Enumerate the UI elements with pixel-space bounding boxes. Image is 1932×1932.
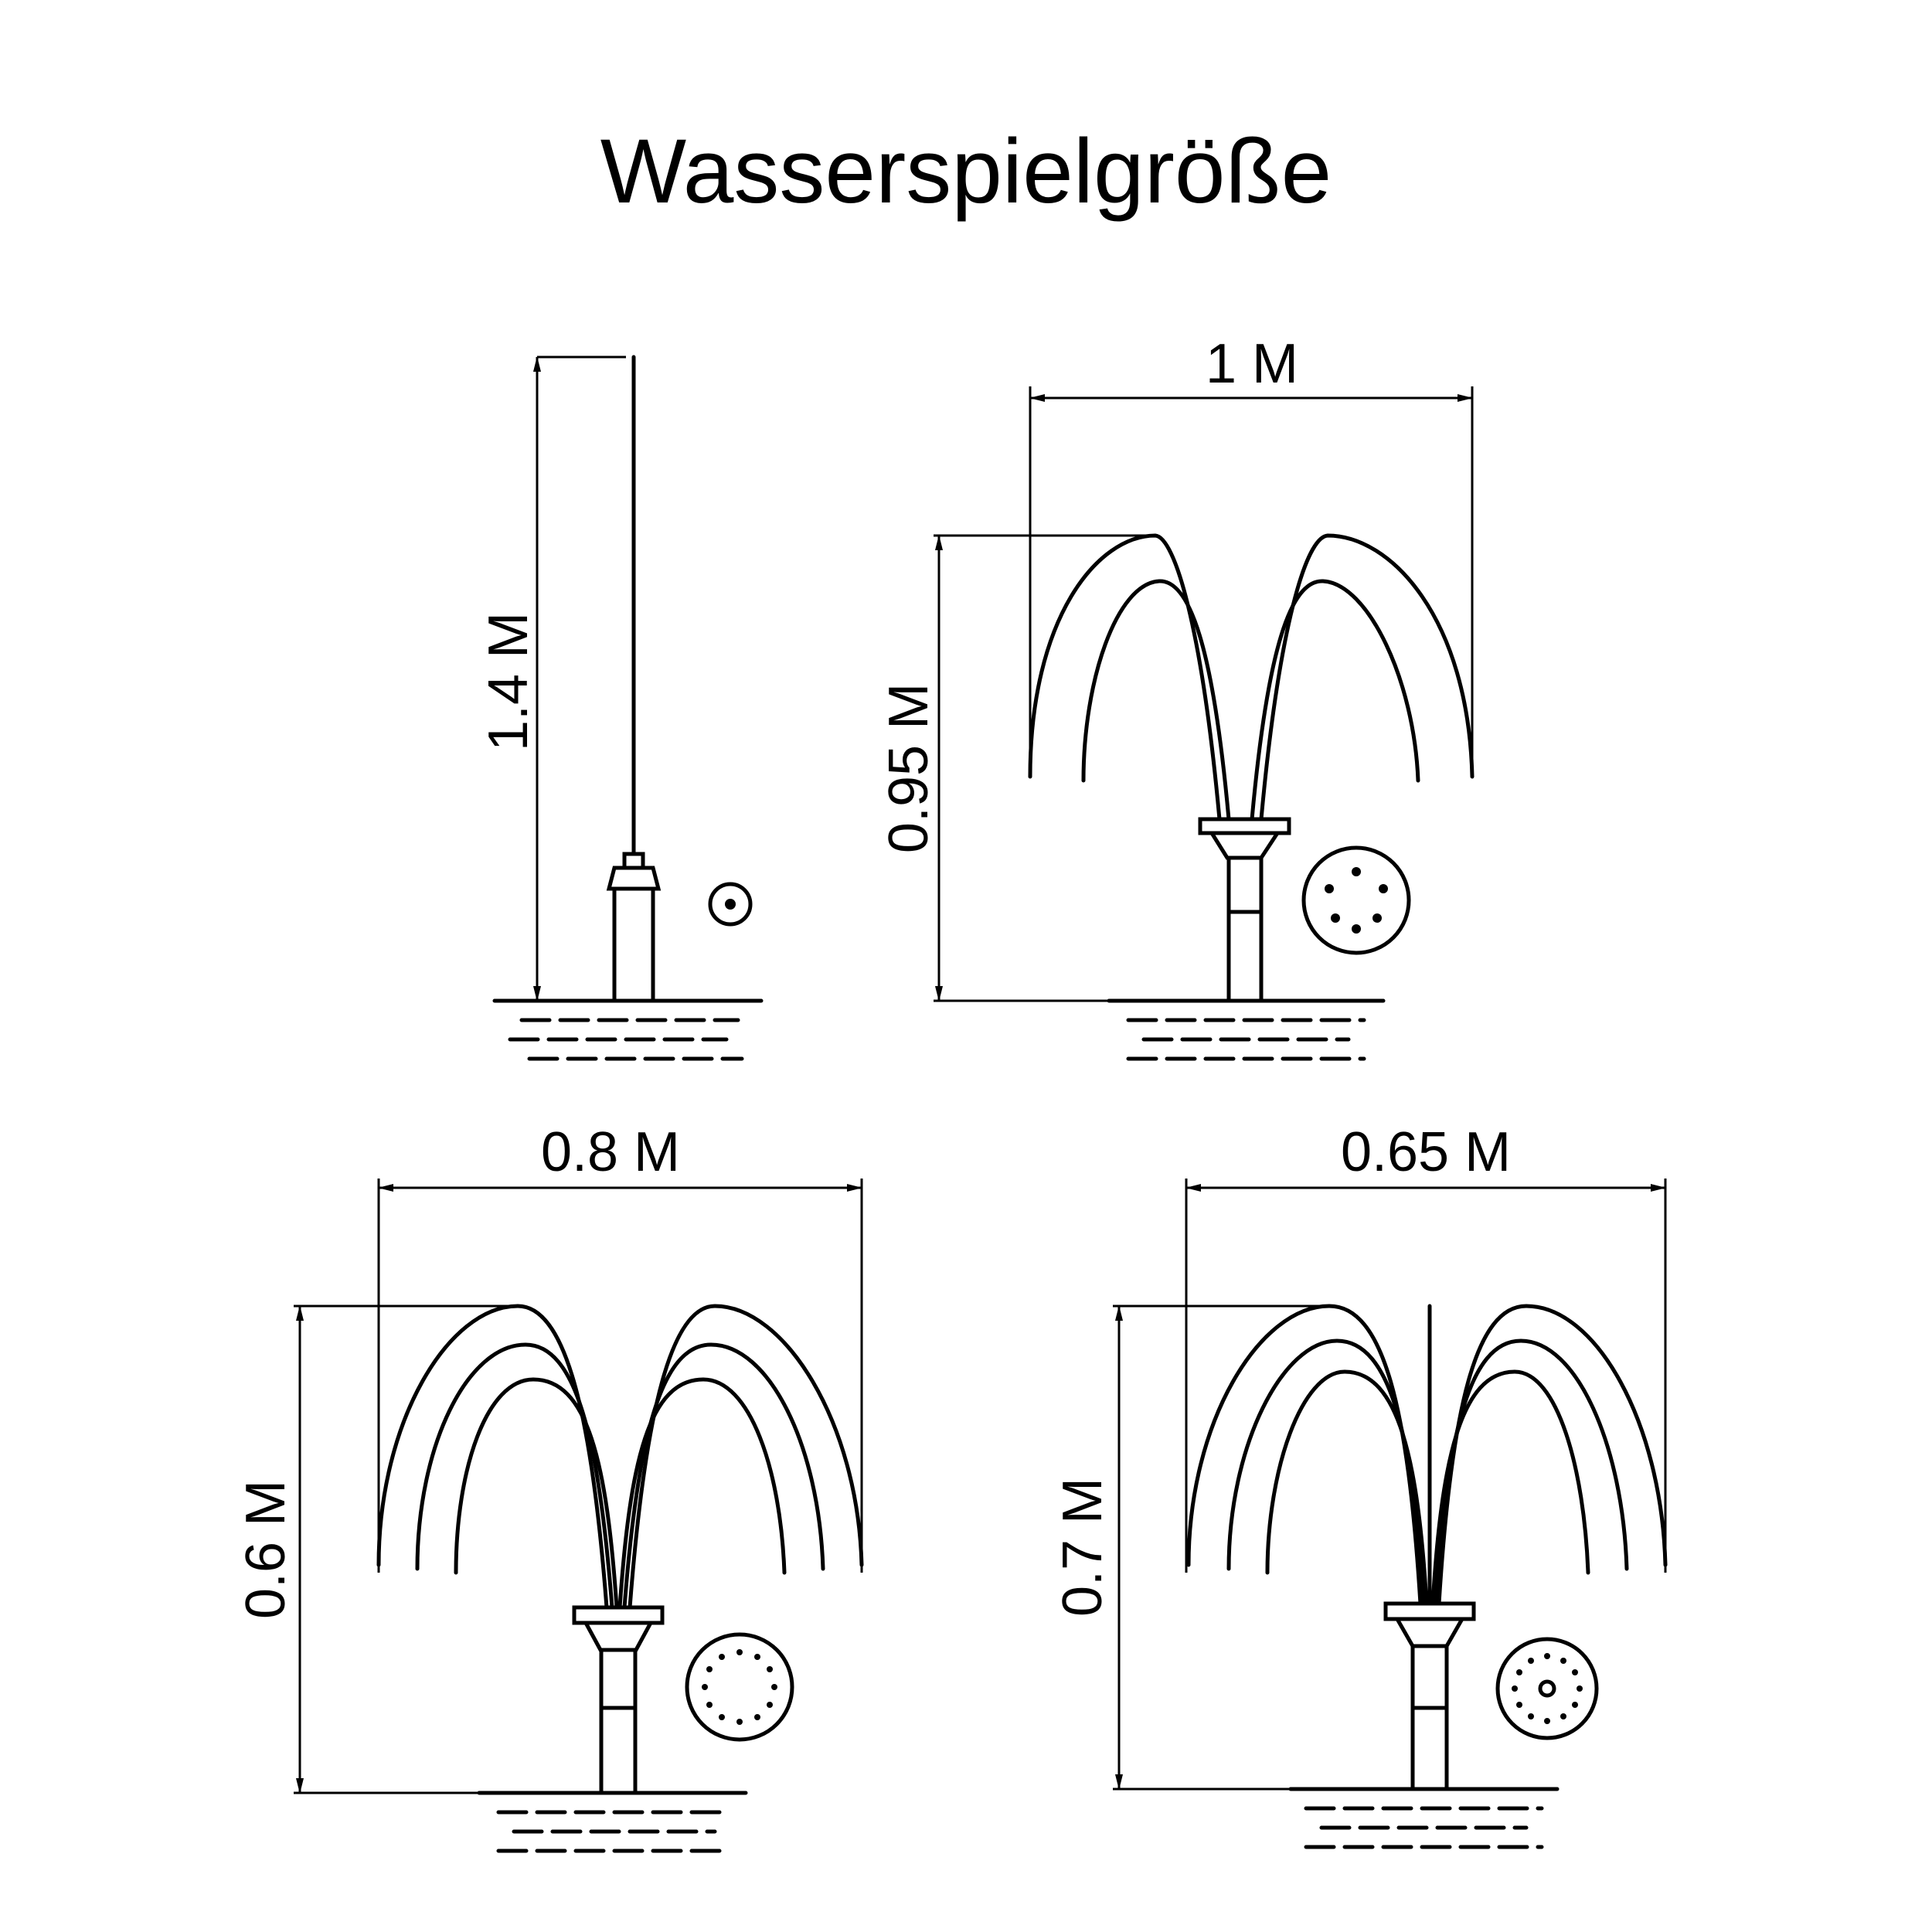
height-dimension: 0.7 M: [1052, 1304, 1329, 1791]
water-surface: [1288, 1787, 1560, 1849]
nozzle-top-view-icon: [1495, 1637, 1599, 1740]
water-surface: [1107, 998, 1386, 1061]
height-label: 0.7 M: [1052, 1478, 1114, 1617]
figure-single-jet: 1.4 M: [478, 355, 764, 1061]
nozzle: [1198, 817, 1291, 1003]
nozzle: [606, 852, 662, 1003]
water-surface: [492, 998, 764, 1061]
width-label: 0.65 M: [1341, 1121, 1511, 1183]
nozzle-top-view-icon: [1301, 845, 1411, 955]
nozzle-top-view-icon: [708, 882, 753, 927]
nozzle: [572, 1605, 665, 1795]
width-label: 1 M: [1206, 333, 1298, 395]
nozzle: [1383, 1601, 1476, 1791]
height-label: 1.4 M: [478, 612, 539, 751]
figure-fan-0-65m: 0.65 M 0.7 M: [1052, 1121, 1668, 1849]
width-dimension: 1 M: [1029, 333, 1474, 777]
height-dimension: 1.4 M: [478, 355, 626, 1002]
nozzle-top-view-icon: [685, 1632, 794, 1742]
water-arcs: [1028, 533, 1475, 821]
height-label: 0.95 M: [878, 683, 940, 853]
height-dimension: 0.6 M: [235, 1304, 518, 1794]
figure-fan-1m: 1 M 0.95 M: [878, 333, 1475, 1061]
water-surface: [477, 1791, 748, 1853]
water-arcs: [376, 1304, 864, 1610]
width-label: 0.8 M: [541, 1121, 680, 1183]
height-label: 0.6 M: [235, 1480, 297, 1619]
page-title: Wasserspielgröße: [600, 121, 1332, 223]
height-dimension: 0.95 M: [878, 534, 1155, 1002]
figure-fan-0-8m: 0.8 M 0.6 M: [235, 1121, 864, 1853]
water-arcs: [1186, 1304, 1668, 1606]
width-dimension: 0.65 M: [1185, 1121, 1667, 1573]
width-dimension: 0.8 M: [377, 1121, 863, 1573]
